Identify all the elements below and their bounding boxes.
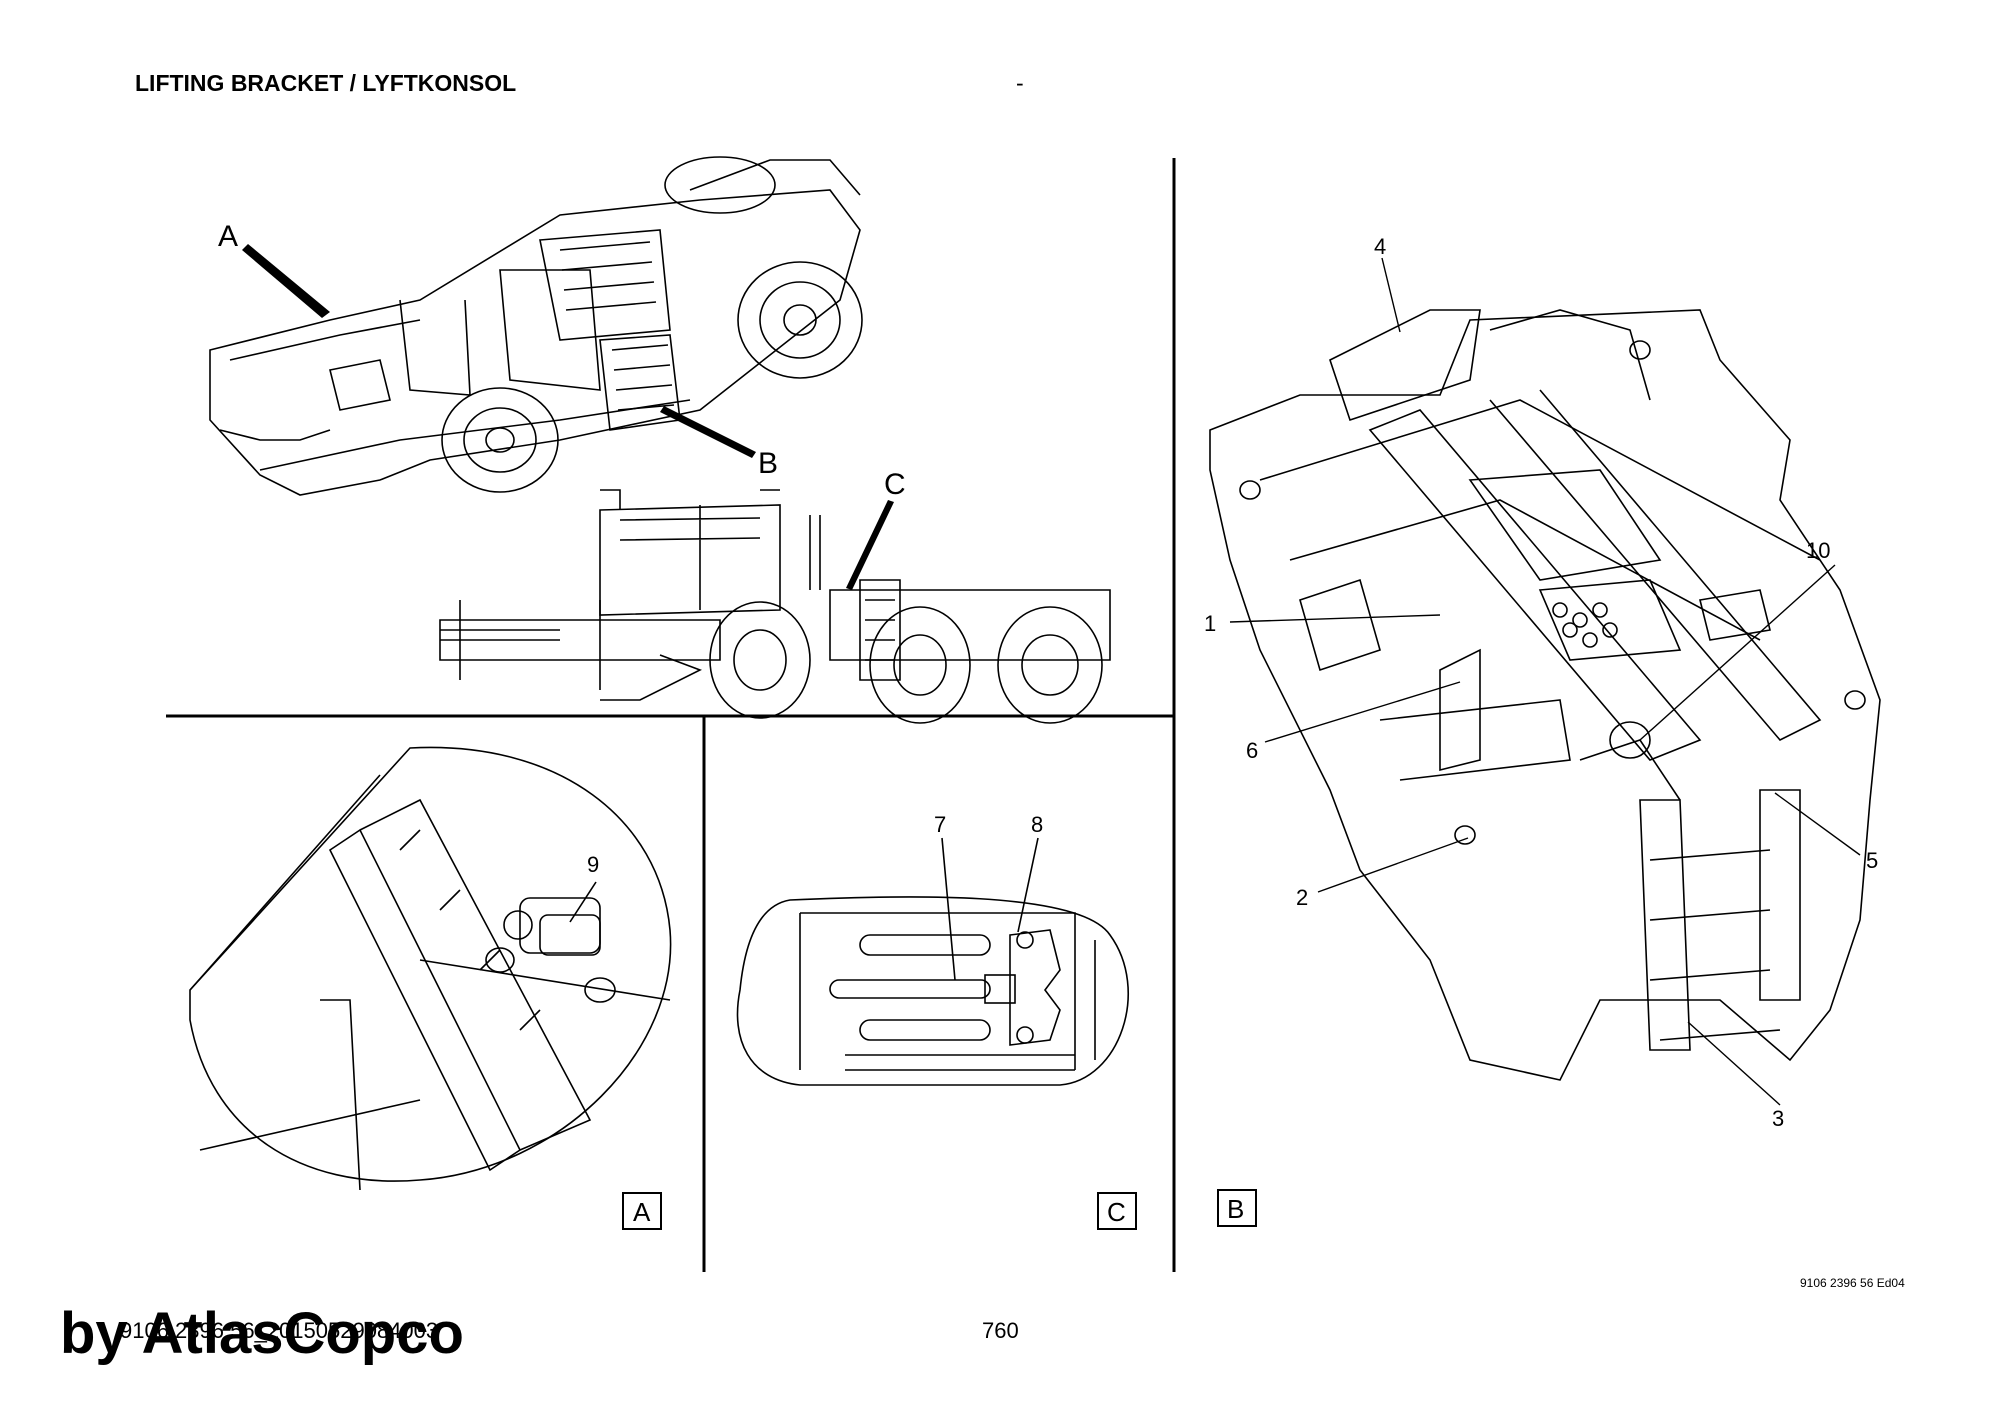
- detail-b-frame: [1217, 1189, 1257, 1227]
- detail-c-drawing: [736, 896, 1129, 1086]
- callout-10: 10: [1806, 538, 1830, 563]
- overview-callout-c: C: [884, 468, 906, 501]
- callout-leaders-b: [1229, 257, 1861, 1106]
- vehicle-isometric-drawing: [209, 156, 863, 496]
- callout-4: 4: [1374, 234, 1386, 259]
- callout-8: 8: [1031, 812, 1043, 837]
- watermark: by AtlasCopco: [60, 1301, 464, 1366]
- vehicle-side-drawing: [439, 489, 1111, 724]
- callout-leader-8: [1017, 837, 1039, 933]
- callout-9: 9: [587, 852, 599, 877]
- callout-7: 7: [934, 812, 946, 837]
- panel-dividers: [166, 158, 1176, 1272]
- page-number: 760: [982, 1318, 1019, 1343]
- document-id: 9106 2396 56_20150529084003: [120, 1318, 439, 1343]
- detail-a-drawing: [189, 746, 672, 1191]
- callout-2: 2: [1296, 885, 1308, 910]
- page-title-dash: -: [1016, 70, 1024, 96]
- edition-code: 9106 2396 56 Ed04: [1800, 1276, 1905, 1290]
- callout-5: 5: [1866, 848, 1878, 873]
- callout-leader-7: [941, 837, 956, 981]
- callout-3: 3: [1772, 1106, 1784, 1131]
- detail-c-label: C: [1107, 1197, 1126, 1227]
- overview-callout-b: B: [758, 447, 778, 480]
- detail-b-label: B: [1227, 1194, 1244, 1224]
- callout-6: 6: [1246, 738, 1258, 763]
- detail-a-label: A: [633, 1197, 651, 1227]
- detail-a-frame: [622, 1192, 662, 1230]
- detail-c-frame: [1097, 1192, 1137, 1230]
- callout-1: 1: [1204, 611, 1216, 636]
- page-title: LIFTING BRACKET / LYFTKONSOL: [135, 70, 517, 96]
- callout-leader-9: [569, 881, 597, 923]
- overview-callout-a: A: [218, 220, 238, 253]
- callout-leaders-overview: [242, 244, 894, 590]
- detail-b-drawing: [1209, 309, 1881, 1081]
